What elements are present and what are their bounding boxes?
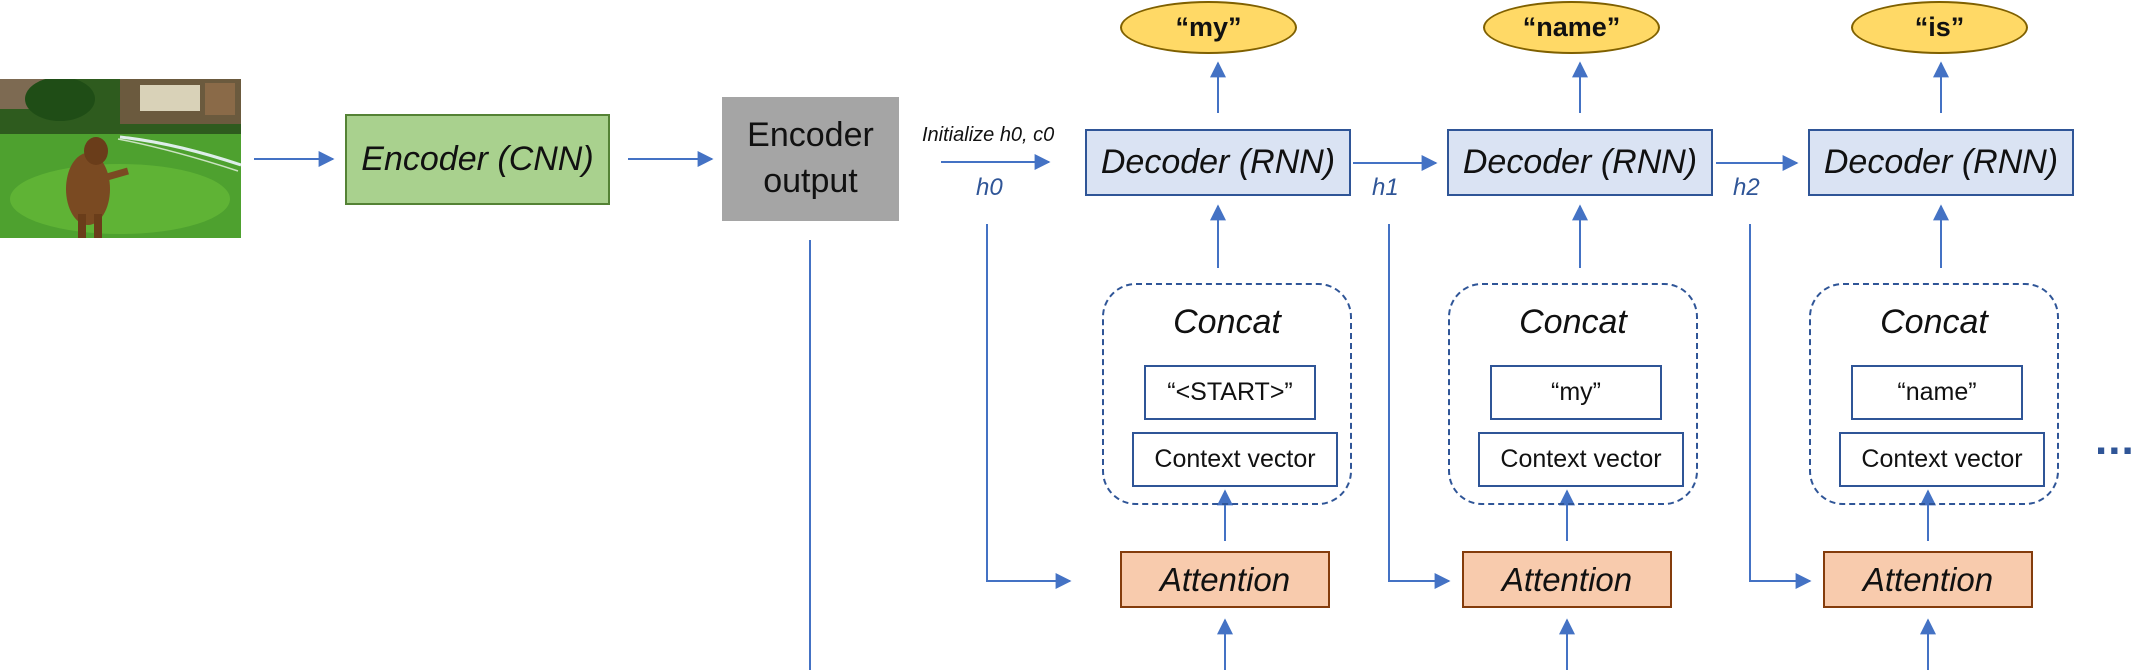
input-word-box: “my”: [1490, 365, 1662, 420]
output-token-is: “is”: [1851, 1, 2028, 54]
concat-label: Concat: [1519, 303, 1627, 341]
decoder-rnn-step-1: Decoder (RNN): [1085, 129, 1351, 196]
output-token-name: “name”: [1483, 1, 1660, 54]
hidden-state-label-h1: h1: [1372, 174, 1399, 201]
arrow-h0-to-attention-1: [986, 224, 1072, 589]
context-vector-box: Context vector: [1839, 432, 2045, 487]
input-word-box: “<START>”: [1144, 365, 1316, 420]
hidden-state-label-h2: h2: [1733, 174, 1760, 201]
hidden-state-label-h0: h0: [976, 174, 1003, 201]
concat-group-step-2: Concat “my” Context vector: [1448, 283, 1698, 505]
attention-box-step-1: Attention: [1120, 551, 1330, 608]
concat-label: Concat: [1173, 303, 1281, 341]
arrow-h2-to-attention-3: [1749, 224, 1812, 589]
dog-photo-image: [0, 79, 241, 238]
attention-box-step-3: Attention: [1823, 551, 2033, 608]
arrow-h1-to-attention-2: [1388, 224, 1451, 589]
concat-label: Concat: [1880, 303, 1988, 341]
concat-group-step-3: Concat “name” Context vector: [1809, 283, 2059, 505]
decoder-rnn-step-2: Decoder (RNN): [1447, 129, 1713, 196]
context-vector-box: Context vector: [1132, 432, 1338, 487]
attention-box-step-2: Attention: [1462, 551, 1672, 608]
encoder-cnn-box: Encoder (CNN): [345, 114, 610, 205]
continuation-ellipsis: ...: [2095, 415, 2135, 464]
decoder-rnn-step-3: Decoder (RNN): [1808, 129, 2074, 196]
concat-group-step-1: Concat “<START>” Context vector: [1102, 283, 1352, 505]
encoder-output-bus: [809, 240, 811, 670]
context-vector-box: Context vector: [1478, 432, 1684, 487]
input-word-box: “name”: [1851, 365, 2023, 420]
initialize-label: Initialize h0, c0: [922, 124, 1055, 146]
output-token-my: “my”: [1120, 1, 1297, 54]
encoder-output-box: Encoder output: [722, 97, 899, 221]
